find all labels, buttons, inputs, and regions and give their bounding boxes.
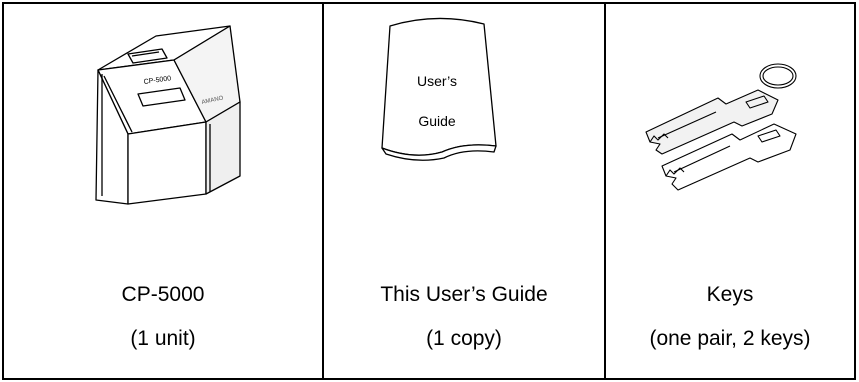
item-quantity: (1 copy) [426, 327, 502, 350]
keys-illustration [645, 63, 797, 191]
time-recorder-illustration: CP-5000 AMANO [95, 25, 241, 205]
item-cell-cp5000: CP-5000 AMANO CP-5000 (1 unit) [4, 4, 322, 378]
booklet-illustration: User’s Guide [381, 17, 497, 161]
booklet-title-line1: User’s [417, 73, 457, 89]
item-caption: This User’s Guide (1 copy) [324, 282, 604, 370]
item-quantity: (one pair, 2 keys) [649, 327, 811, 350]
item-cell-keys: Keys (one pair, 2 keys) [604, 4, 854, 378]
item-quantity: (1 unit) [130, 327, 196, 350]
item-name: This User’s Guide [380, 283, 548, 306]
item-name: CP-5000 [121, 283, 205, 306]
device-model-label: CP-5000 [143, 75, 171, 86]
device-brand-label: AMANO [201, 95, 224, 106]
item-caption: CP-5000 (1 unit) [4, 282, 322, 370]
booklet-title-line2: Guide [418, 113, 456, 129]
item-name: Keys [706, 283, 754, 306]
item-cell-users-guide: User’s Guide This User’s Guide (1 copy) [322, 4, 604, 378]
item-caption: Keys (one pair, 2 keys) [606, 282, 854, 370]
